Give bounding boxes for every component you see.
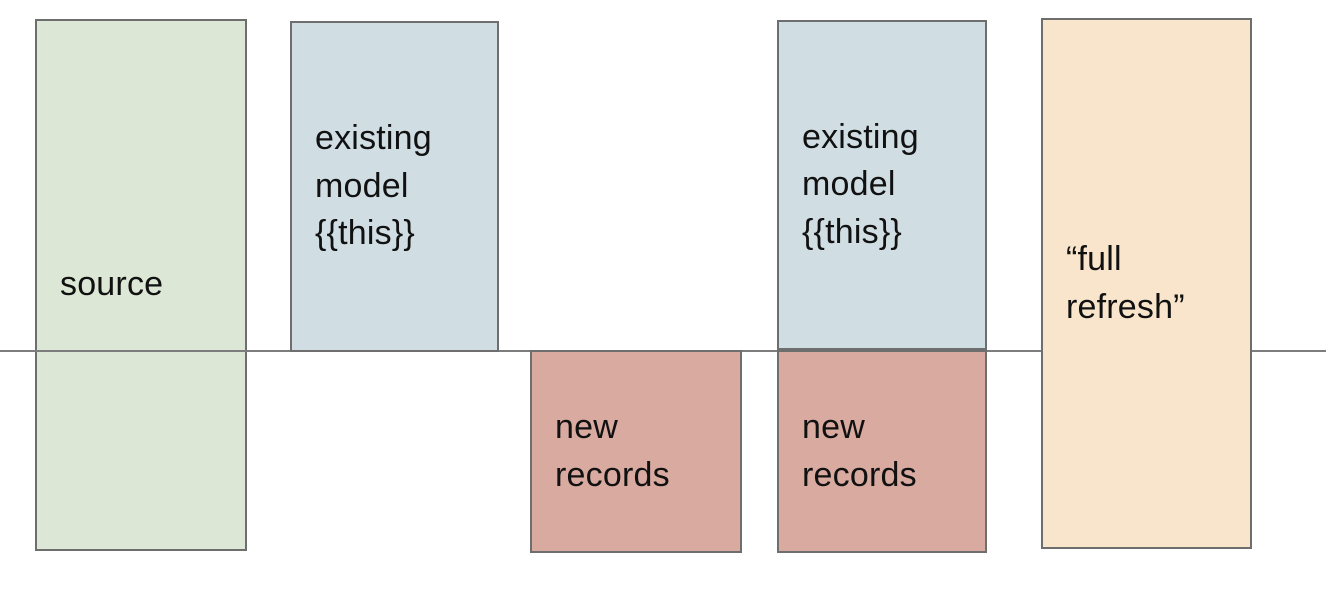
full-refresh-box-label: “full refresh” [1066, 239, 1185, 326]
new-records-box-2: new records [777, 350, 987, 553]
existing-model-box-1-label: existing model {{this}} [315, 119, 432, 253]
full-refresh-box: “full refresh” [1041, 18, 1252, 549]
existing-model-box-1: existing model {{this}} [290, 21, 499, 352]
source-box-label: source [60, 265, 164, 304]
new-records-box-1: new records [530, 350, 742, 553]
source-box: source [35, 19, 247, 551]
existing-model-box-2: existing model {{this}} [777, 20, 987, 350]
existing-model-box-2-label: existing model {{this}} [802, 117, 919, 251]
new-records-box-2-label: new records [802, 407, 917, 494]
new-records-box-1-label: new records [555, 407, 670, 494]
